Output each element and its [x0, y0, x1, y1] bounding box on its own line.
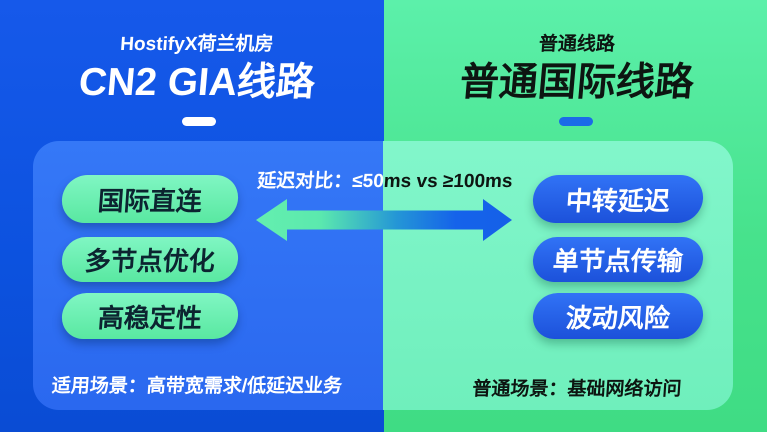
right-title: 普通国际线路: [458, 61, 696, 104]
latency-label-green-segment: ms vs ≥100ms: [383, 171, 514, 192]
left-feature-pill: 国际直连: [60, 175, 240, 223]
left-footer-caption: 适用场景：高带宽需求/低延迟业务: [50, 376, 343, 397]
left-feature-pill: 高稳定性: [60, 293, 240, 339]
right-title-underline: [559, 117, 593, 126]
right-feature-pill: 单节点传输: [531, 237, 705, 282]
left-header: HostifyX荷兰机房 CN2 GIA线路: [16, 0, 378, 104]
right-header: 普通线路 普通国际线路: [398, 0, 756, 104]
left-subtitle: HostifyX荷兰机房: [119, 34, 275, 55]
right-feature-pill: 波动风险: [531, 293, 705, 339]
right-subtitle: 普通线路: [538, 34, 616, 55]
double-arrow-icon: [253, 196, 515, 244]
right-footer-caption: 普通场景：基础网络访问: [471, 379, 683, 400]
latency-label-blue-segment: 延迟对比：≤50: [256, 171, 385, 192]
right-feature-pill: 中转延迟: [531, 175, 705, 223]
left-title: CN2 GIA线路: [77, 61, 318, 104]
left-feature-pill: 多节点优化: [60, 237, 240, 282]
left-title-underline: [182, 117, 216, 126]
latency-comparison-label: 延迟对比：≤50ms vs ≥100ms: [254, 166, 516, 193]
